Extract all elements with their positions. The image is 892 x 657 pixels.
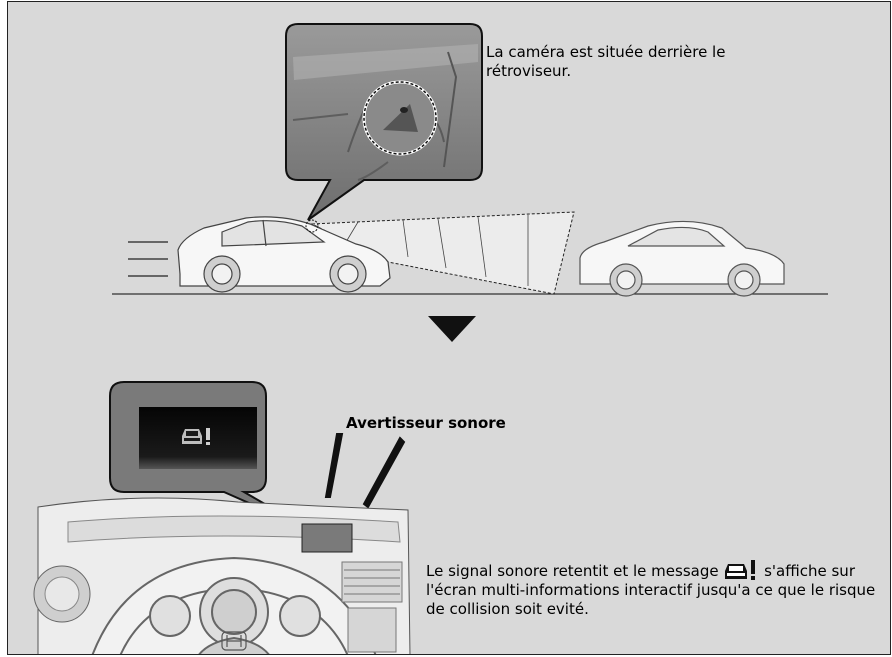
diagram-frame: La caméra est située derrière le rétrovi…	[7, 1, 891, 655]
dashboard	[34, 498, 410, 655]
camera-icon	[400, 107, 408, 113]
buzzer-label: Avertisseur sonore	[346, 414, 506, 433]
arrow-down-icon	[428, 316, 476, 342]
caption-text-before-icon: Le signal sonore retentit et le message	[426, 562, 723, 580]
camera-location-caption: La caméra est située derrière le rétrovi…	[486, 43, 786, 81]
camera-detail-callout	[286, 24, 482, 220]
collision-warning-caption: Le signal sonore retentit et le message …	[426, 559, 886, 619]
diagram-illustration	[8, 2, 891, 655]
speed-lines	[128, 242, 168, 276]
vehicle-ahead	[580, 221, 784, 296]
collision-warning-icon	[723, 559, 759, 581]
buzzer-sound-lines	[326, 434, 404, 507]
